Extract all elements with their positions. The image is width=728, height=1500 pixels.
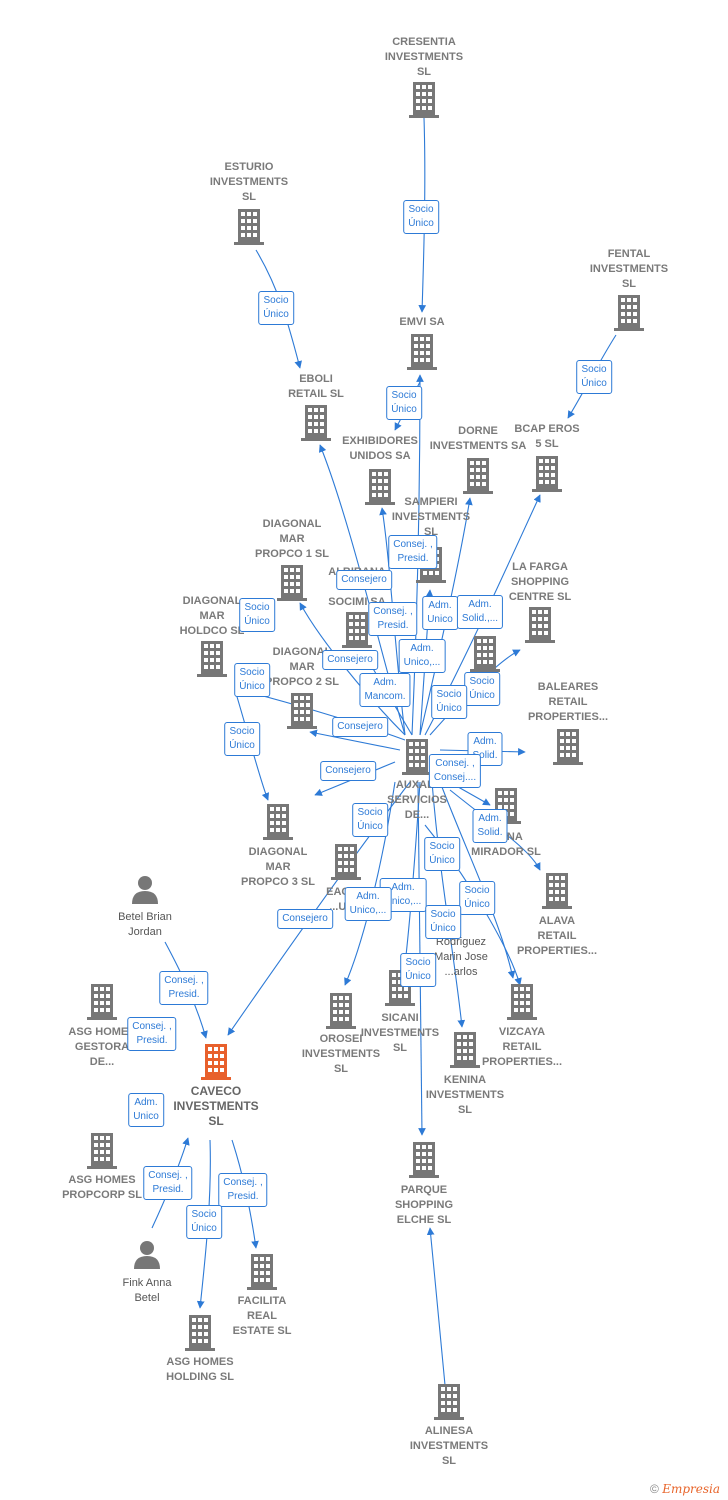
edge-label-e30[interactable]: Socio Único [400, 953, 436, 987]
edge-label-e22[interactable]: Socio Único [352, 803, 388, 837]
edge-label-e29[interactable]: Consejero [277, 909, 333, 929]
node-label-diag1[interactable]: DIAGONAL MAR PROPCO 1 SL [255, 518, 329, 560]
building-icon-diag2[interactable] [287, 693, 317, 729]
node-label-exhibidores[interactable]: EXHIBIDORES UNIDOS SA [342, 435, 418, 462]
edge-label-e17[interactable]: Consejero [332, 717, 388, 737]
node-label-sicani[interactable]: SICANI INVESTMENTS SL [360, 1012, 440, 1054]
copyright-symbol: © [650, 1482, 659, 1496]
building-icon-facilita[interactable] [247, 1254, 277, 1290]
brand-logo-text[interactable]: Empresia [662, 1482, 720, 1496]
building-icon-bcap[interactable] [532, 456, 562, 492]
node-label-orosei[interactable]: OROSEI INVESTMENTS SL [301, 1033, 381, 1075]
node-label-auxadi[interactable]: AUXADI SERVICIOS DE... [387, 779, 447, 821]
building-icon-parque[interactable] [409, 1142, 439, 1178]
edge-line-32 [426, 1227, 446, 1386]
node-label-facilita[interactable]: FACILITA REAL ESTATE SL [232, 1295, 292, 1337]
edge-label-e33[interactable]: Adm. Unico [128, 1093, 164, 1127]
edge-label-e18[interactable]: Socio Único [224, 722, 260, 756]
edge-label-e5[interactable]: Consej. , Presid. [388, 535, 438, 569]
building-icon-vizcaya[interactable] [507, 984, 537, 1020]
edge-label-e28[interactable]: Socio Único [425, 905, 461, 939]
building-icon-alinesa[interactable] [434, 1384, 464, 1420]
building-icon-dorne[interactable] [463, 458, 493, 494]
edge-label-e16[interactable]: Socio Único [431, 685, 467, 719]
node-label-bcap[interactable]: BCAP EROS 5 SL [514, 423, 580, 450]
node-label-asgholding[interactable]: ASG HOMES HOLDING SL [166, 1356, 234, 1383]
node-label-vizcaya[interactable]: VIZCAYA RETAIL PROPERTIES... [481, 1026, 563, 1068]
edge-label-e7[interactable]: Socio Único [239, 598, 275, 632]
node-label-fink[interactable]: Fink Anna Betel [122, 1277, 172, 1304]
person-icon-betel[interactable] [132, 876, 158, 904]
node-label-cresentia[interactable]: CRESENTIA INVESTMENTS SL [384, 36, 464, 78]
node-label-asgpropcorp[interactable]: ASG HOMES PROPCORP SL [62, 1174, 142, 1201]
node-label-baleares[interactable]: BALEARES RETAIL PROPERTIES... [527, 681, 609, 723]
edge-label-e32[interactable]: Consej. , Presid. [127, 1017, 177, 1051]
edge-label-e9[interactable]: Adm. Unico [422, 596, 458, 630]
edge-line-19 [449, 789, 541, 871]
edge-label-e11[interactable]: Consejero [322, 650, 378, 670]
edge-label-e10[interactable]: Adm. Solid.,... [456, 595, 504, 629]
building-icon-ng[interactable] [470, 636, 500, 672]
node-label-eboli[interactable]: EBOLI RETAIL SL [288, 373, 344, 400]
node-label-kenina[interactable]: KENINA INVESTMENTS SL [425, 1074, 505, 1116]
node-label-lafarga[interactable]: LA FARGA SHOPPING CENTRE SL [508, 561, 572, 603]
edge-label-e27[interactable]: Socio Único [459, 881, 495, 915]
node-label-alinesa[interactable]: ALINESA INVESTMENTS SL [409, 1425, 489, 1467]
edge-label-e31[interactable]: Consej. , Presid. [159, 971, 209, 1005]
edge-label-e1[interactable]: Socio Único [403, 200, 439, 234]
edge-label-e26[interactable]: Adm. Unico,... [344, 887, 392, 921]
edge-label-e4[interactable]: Socio Único [386, 386, 422, 420]
building-icon-alava[interactable] [542, 873, 572, 909]
node-label-betel[interactable]: Betel Brian Jordan [118, 911, 172, 938]
edge-label-e23[interactable]: Adm. Solid. [472, 809, 508, 843]
person-icon-fink[interactable] [134, 1241, 160, 1269]
node-label-diag2[interactable]: DIAGONAL MAR PROPCO 2 SL [265, 646, 339, 688]
node-label-diagholdco[interactable]: DIAGONAL MAR HOLDCO SL [179, 595, 245, 637]
building-icon-cresentia[interactable] [409, 82, 439, 118]
edge-label-e6[interactable]: Consejero [336, 570, 392, 590]
building-icon-caveco[interactable] [201, 1044, 231, 1080]
building-icon-baleares[interactable] [553, 729, 583, 765]
building-icon-fental[interactable] [614, 295, 644, 331]
building-icon-emvi[interactable] [407, 334, 437, 370]
footer-brand: © Empresia [650, 1482, 720, 1496]
edge-label-e8[interactable]: Consej. , Presid. [368, 602, 418, 636]
edge-label-e34[interactable]: Consej. , Presid. [143, 1166, 193, 1200]
edge-line-15 [309, 729, 401, 751]
edge-label-e12[interactable]: Adm. Unico,... [398, 639, 446, 673]
node-label-rodriguez[interactable]: Rodriguez Marin Jose ...arlos [434, 936, 488, 978]
edge-label-e15[interactable]: Adm. Mancom. [359, 673, 411, 707]
edge-line-20 [234, 689, 270, 801]
edge-label-e19[interactable]: Consejero [320, 761, 376, 781]
edge-label-e35[interactable]: Consej. , Presid. [218, 1173, 268, 1207]
building-icon-esturio[interactable] [234, 209, 264, 245]
edge-label-e3[interactable]: Socio Único [576, 360, 612, 394]
node-label-caveco[interactable]: CAVECO INVESTMENTS SL [173, 1084, 259, 1128]
building-icon-asggest[interactable] [87, 984, 117, 1020]
node-label-asggest[interactable]: ASG HOMES GESTORA DE... [68, 1026, 136, 1068]
edge-label-e24[interactable]: Socio Único [424, 837, 460, 871]
edge-label-e13[interactable]: Socio Único [234, 663, 270, 697]
building-icon-diag3[interactable] [263, 804, 293, 840]
edge-label-e2[interactable]: Socio Único [258, 291, 294, 325]
node-label-parque[interactable]: PARQUE SHOPPING ELCHE SL [394, 1184, 454, 1226]
edge-label-e14[interactable]: Socio Único [464, 672, 500, 706]
edge-line-27 [417, 781, 426, 1136]
node-label-dorne[interactable]: DORNE INVESTMENTS SA [429, 425, 527, 452]
edge-label-e36[interactable]: Socio Único [186, 1205, 222, 1239]
node-label-esturio[interactable]: ESTURIO INVESTMENTS SL [209, 161, 289, 203]
node-label-emvi[interactable]: EMVI SA [399, 316, 445, 328]
building-icon-diagholdco[interactable] [197, 641, 227, 677]
building-icon-auxadi[interactable] [402, 739, 432, 775]
node-label-sampieri[interactable]: SAMPIERI INVESTMENTS SL [391, 496, 471, 538]
edge-label-e21[interactable]: Consej. , Consej.... [428, 754, 482, 788]
node-label-fental[interactable]: FENTAL INVESTMENTS SL [589, 248, 669, 290]
building-icon-asgpropcorp[interactable] [87, 1133, 117, 1169]
node-label-diag3[interactable]: DIAGONAL MAR PROPCO 3 SL [241, 846, 315, 888]
node-label-alava[interactable]: ALAVA RETAIL PROPERTIES... [516, 915, 598, 957]
